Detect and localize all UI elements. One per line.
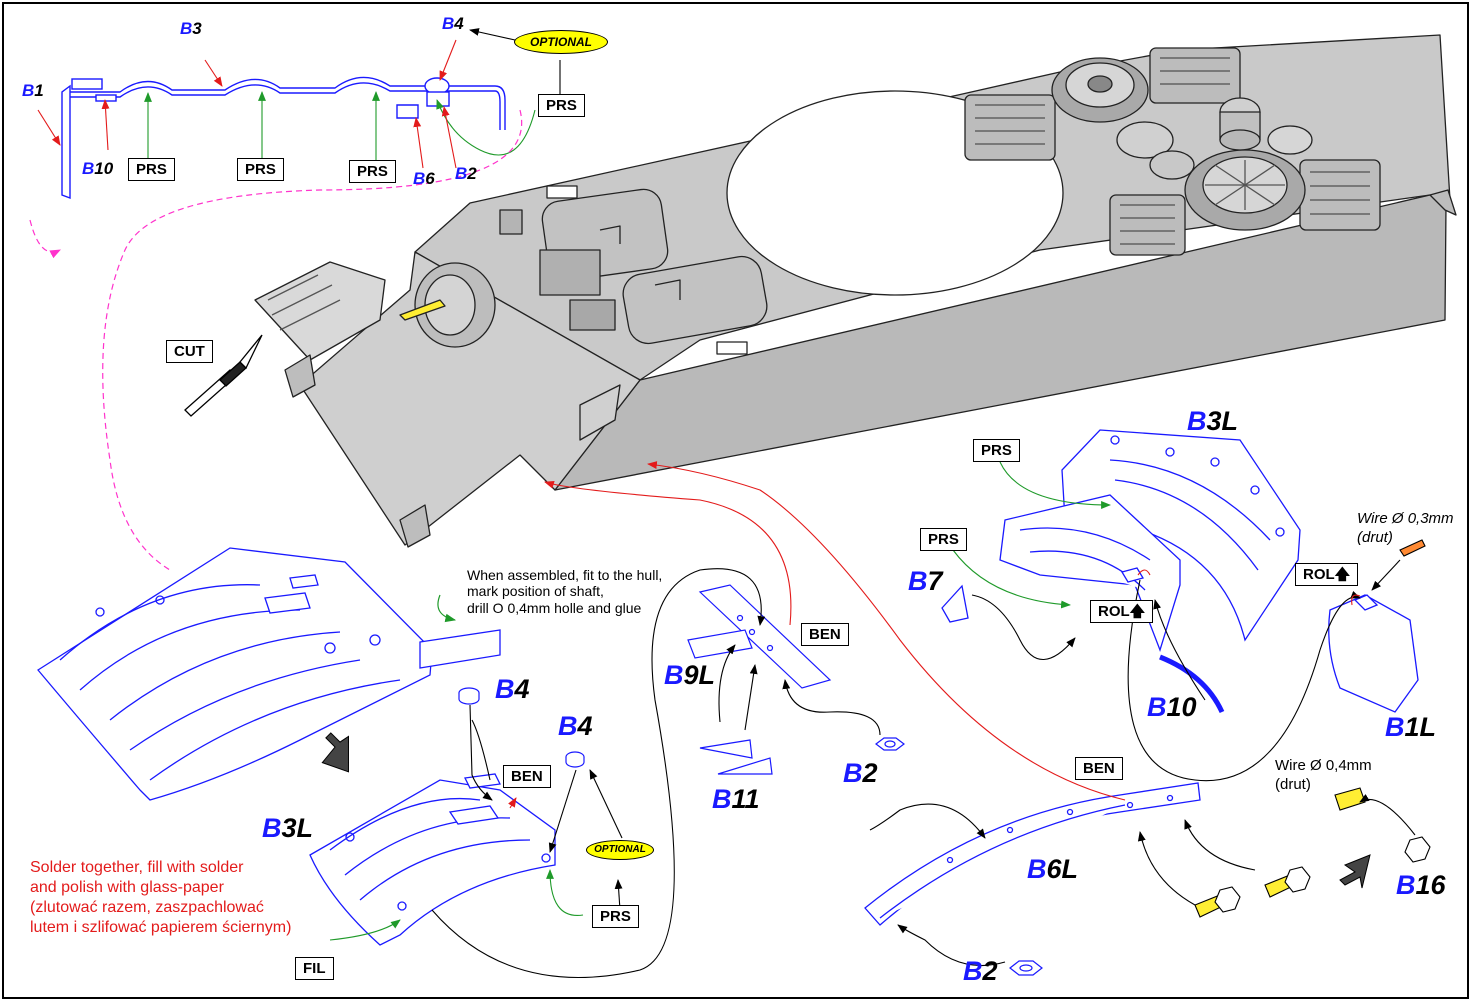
wire-label-line: Wire Ø 0,3mm	[1357, 510, 1454, 527]
op-prs-right-2: PRS	[920, 528, 967, 552]
b9l-part	[687, 584, 832, 689]
label-b11: B11	[712, 784, 760, 814]
label-b1: B1	[22, 81, 44, 100]
direction-arrow-icon	[1339, 854, 1371, 889]
label-b3l-right: B3L	[1187, 406, 1239, 436]
solder-note-line: lutem i szlifować papierem ściernym)	[30, 919, 292, 936]
label-b4-b: B4	[558, 711, 593, 741]
label-b4-a: B4	[495, 674, 530, 704]
op-prs-1: PRS	[128, 158, 175, 182]
assembly-note-line: When assembled, fit to the hull,	[467, 567, 663, 583]
op-ben-2: BEN	[503, 765, 551, 789]
op-rol-2: ROL🡅	[1090, 600, 1154, 624]
bolt-icon	[1194, 539, 1431, 918]
label-b2-bottom: B2	[963, 956, 998, 986]
wire-label-line: Wire Ø 0,4mm	[1275, 757, 1372, 774]
op-prs-top: PRS	[538, 94, 585, 118]
label-b6l: B6L	[1027, 854, 1079, 884]
op-ben-3: BEN	[1075, 757, 1123, 781]
wire-label-line: (drut)	[1357, 528, 1393, 546]
arrow-up-icon: 🡅	[1129, 603, 1146, 620]
label-b16: B16	[1396, 870, 1446, 900]
b4-pin-parts	[458, 687, 585, 768]
hobby-knife-icon	[184, 334, 263, 417]
optional-badge-top: OPTIONAL	[514, 30, 608, 54]
label-b9l: B9L	[664, 660, 716, 690]
b11-part	[699, 739, 773, 775]
assembly-note-line: mark position of shaft,	[467, 583, 604, 600]
direction-arrow-icon	[321, 732, 349, 773]
op-rol-1: ROL🡅	[1295, 563, 1359, 587]
label-b1l: B1L	[1385, 712, 1437, 742]
op-prs-3: PRS	[349, 160, 396, 184]
connector-arrows	[431, 559, 1416, 979]
op-cut: CUT	[166, 340, 213, 364]
label-b2-top: B2	[455, 164, 477, 183]
label-b10-top: B10	[82, 159, 114, 178]
guide-dashed-line	[29, 109, 523, 571]
b6l-bar	[864, 782, 1201, 926]
op-fil: FIL	[295, 957, 334, 981]
op-prs-right-1: PRS	[973, 439, 1020, 463]
top-detail-arrows	[37, 28, 564, 169]
solder-note-line: Solder together, fill with solder	[30, 859, 244, 876]
assembled-fender	[37, 547, 501, 801]
solder-note-line: and polish with glass-paper	[30, 879, 224, 896]
label-b10-right: B10	[1147, 692, 1197, 722]
label-b3l-left: B3L	[262, 813, 314, 843]
b3-section-detail	[61, 76, 506, 200]
optional-badge-bottom: OPTIONAL	[586, 840, 654, 860]
solder-note-line: (zlutować razem, zaszpachlować	[30, 899, 264, 916]
assembly-note: When assembled, fit to the hull, mark po…	[467, 567, 662, 616]
label-b3: B3	[180, 19, 202, 38]
solder-note: Solder together, fill with solder and po…	[30, 858, 291, 938]
assembly-note-line: drill O 0,4mm holle and glue	[467, 599, 642, 616]
arrow-up-icon: 🡅	[1334, 566, 1351, 583]
op-prs-2: PRS	[237, 158, 284, 182]
wire-label-line: (drut)	[1275, 775, 1311, 793]
label-b6: B6	[413, 169, 435, 188]
op-ben-1: BEN	[801, 623, 849, 647]
op-prs-bottom: PRS	[592, 905, 639, 929]
label-b4-top: B4	[442, 14, 464, 33]
label-b7: B7	[908, 566, 943, 596]
hull-drawing	[254, 34, 1457, 548]
hex-nut-icon	[875, 737, 1043, 976]
b3l-right-part	[941, 429, 1419, 714]
wire-04-label: Wire Ø 0,4mm (drut)	[1275, 757, 1372, 795]
wire-03-label: Wire Ø 0,3mm (drut)	[1357, 510, 1454, 548]
placement-arrows	[329, 461, 1361, 941]
b3l-left-part	[309, 773, 556, 946]
label-b2-mid: B2	[843, 758, 878, 788]
